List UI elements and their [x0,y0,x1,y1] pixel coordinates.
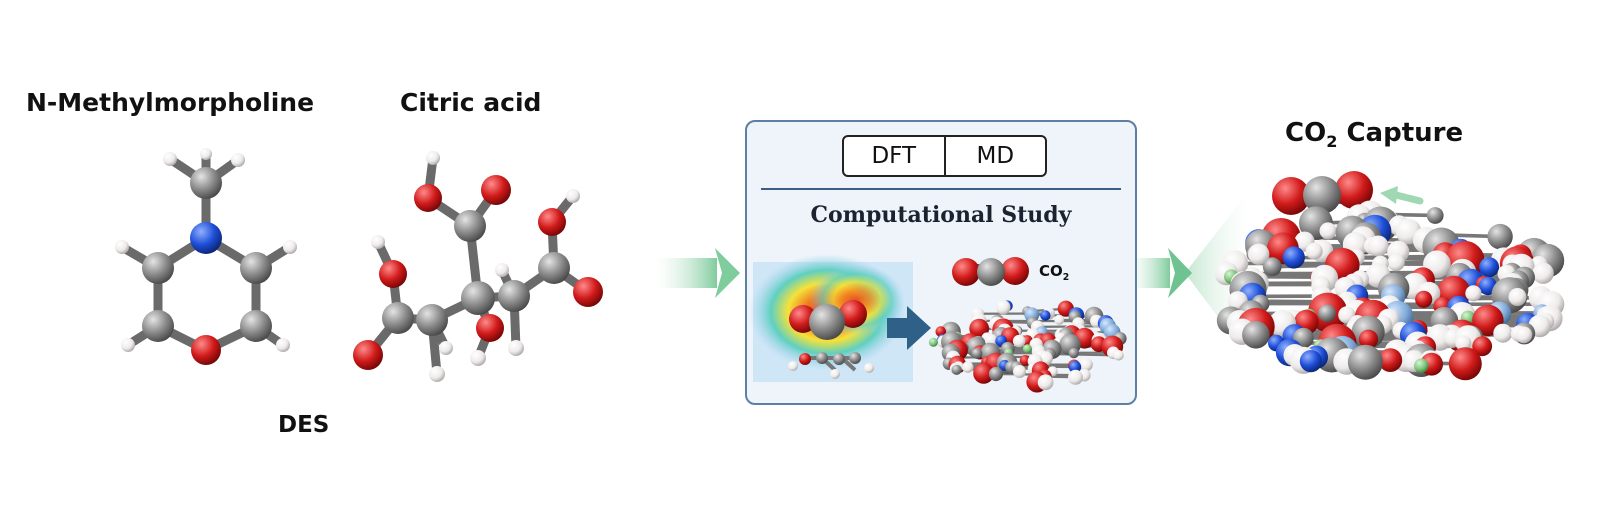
tab-md: MD [943,137,1046,175]
cluster-atom [973,363,994,384]
panel-arrow-icon [887,306,931,350]
cluster-atom [1282,246,1305,269]
method-tabs: DFT MD [842,135,1047,177]
cluster-atom [1472,336,1493,357]
cluster-atom [1493,323,1513,343]
cluster-atom [1012,334,1026,348]
cluster-atom [971,348,983,359]
md-cluster-icon [928,300,1127,393]
cluster-atom [1037,374,1054,391]
cluster-atom [1079,357,1093,372]
label-des: DES [278,412,330,438]
cluster-atom [1022,344,1032,354]
nmm-molecule-icon [115,148,297,365]
computational-study-panel: DFT MD Computational Study CO2 [745,120,1137,405]
cluster-atom [1414,358,1429,373]
cluster-atom [1319,222,1337,240]
cluster-atom [1068,360,1082,374]
cluster-atom [1318,304,1336,323]
label-n-methylmorpholine: N-Methylmorpholine [26,88,315,117]
cluster-atom [951,364,962,375]
cluster-atom [1455,335,1472,352]
cluster-atom [1358,329,1379,349]
co2-molecule-icon [1272,171,1373,215]
cluster-atom [1378,348,1403,372]
cluster-atom [1532,262,1554,284]
citric-acid-molecule-icon [353,151,603,382]
panel-divider [761,188,1121,190]
cluster-atom [1508,288,1527,306]
cluster-atom [1242,321,1270,349]
tab-dft: DFT [871,143,917,169]
cluster-atom [1305,242,1323,260]
cluster-atom [1479,257,1500,278]
cluster-atom [1068,369,1083,385]
cluster-atom [928,337,938,347]
des-cluster-icon [1214,200,1565,381]
green-arrow-icon [655,248,740,298]
cluster-atom [1387,253,1405,272]
cluster-atom [1013,365,1026,378]
cluster-atom [1515,326,1533,344]
cluster-atom [1262,257,1282,277]
cluster-atom [1068,347,1079,359]
cluster-atom [1248,243,1270,265]
cluster-atom [996,300,1011,315]
cluster-atom [1054,314,1065,325]
cluster-atom [1113,350,1124,361]
cluster-atom [1448,347,1482,381]
cluster-atom [1299,350,1322,373]
cluster-atom [1415,290,1433,308]
cluster-atom [1347,344,1383,380]
release-arrow-icon [1380,186,1424,205]
co2-label: CO2 [1039,262,1070,283]
cluster-atom [1367,235,1389,257]
cluster-atom [988,366,1003,382]
cluster-atom [1426,207,1444,224]
cluster-atom [1487,223,1513,250]
panel-title: Computational Study [810,202,1072,228]
cluster-atom [1019,355,1031,366]
label-citric-acid: Citric acid [400,88,542,117]
dft-co2-icon [789,300,867,340]
cluster-atom [962,361,974,373]
label-co2-capture: CO2 Capture [1285,118,1464,152]
cluster-atom [1465,285,1482,302]
cluster-atom [1040,310,1051,321]
md-co2-icon [952,257,1029,286]
